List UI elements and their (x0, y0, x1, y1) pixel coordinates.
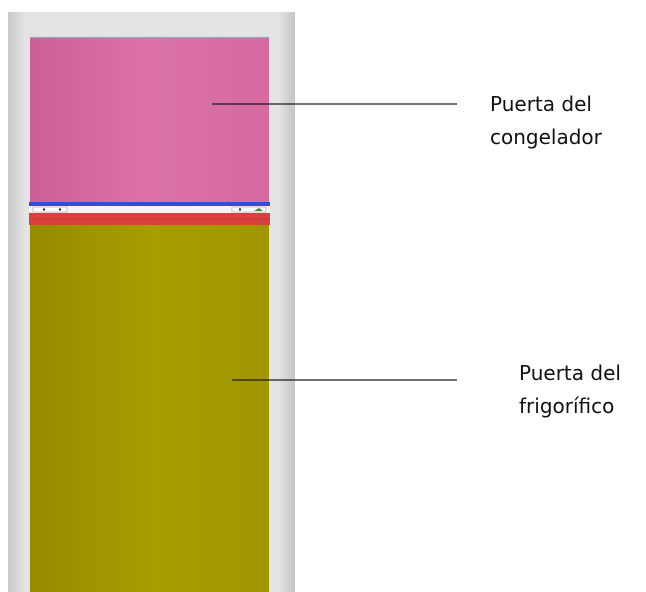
fridge-callout-line1: Puerta del (519, 361, 621, 385)
hinge-gap (29, 206, 270, 213)
freezer-callout-line2: congelador (490, 125, 602, 149)
freezer-callout-line1: Puerta del (490, 92, 592, 116)
left-hinge-detail (32, 206, 68, 213)
fridge-door (30, 225, 269, 592)
fridge-door-callout: Puerta del frigorífico (519, 357, 621, 423)
freezer-door-callout: Puerta del congelador (490, 88, 602, 154)
hinge-bar (29, 202, 270, 206)
fridge-callout-line2: frigorífico (519, 394, 615, 418)
freezer-door (30, 37, 269, 203)
right-hinge-detail (231, 206, 267, 213)
